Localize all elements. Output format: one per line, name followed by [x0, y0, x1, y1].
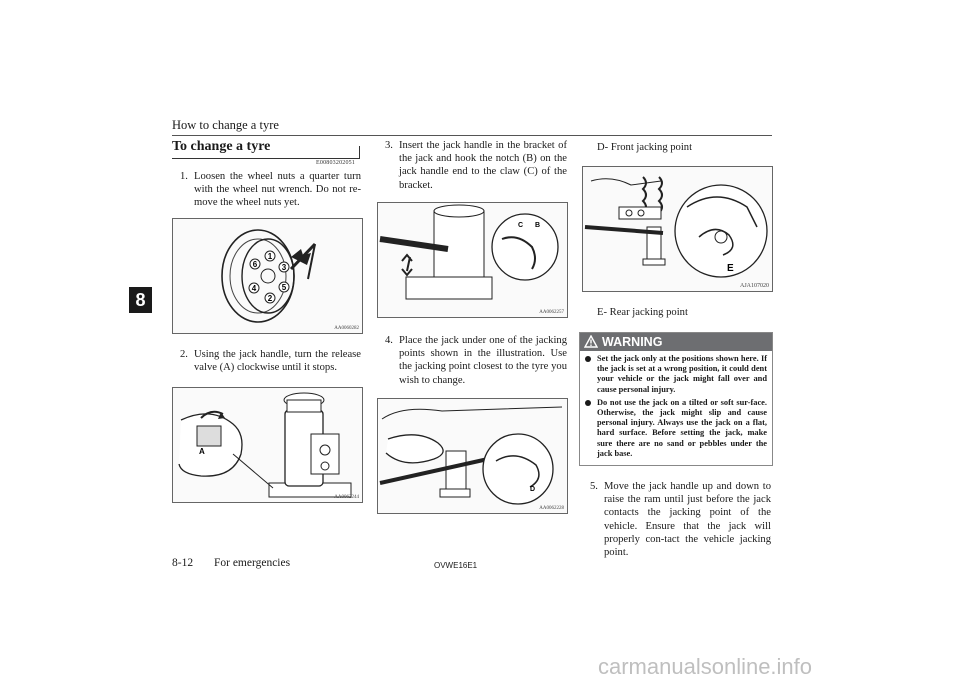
- label-a: A: [199, 447, 205, 456]
- step-number: 3.: [385, 140, 393, 151]
- section-title: To change a tyre: [172, 139, 360, 159]
- nut-label: 6: [253, 260, 258, 269]
- figure-code: AA0060282: [334, 326, 359, 331]
- chapter-name: For emergencies: [213, 557, 291, 569]
- section-code: E00803202051: [316, 160, 356, 166]
- figure-code: AJA107020: [739, 283, 769, 289]
- step-number: 2.: [180, 349, 188, 360]
- step-text: Loosen the wheel nuts a quarter turn wit…: [194, 171, 361, 209]
- figure-jacking-points: E AJA107020: [582, 166, 773, 292]
- figure-code: AA0062257: [539, 310, 564, 315]
- warning-text: Do not use the jack on a tilted or soft …: [597, 397, 767, 458]
- warning-title: WARNING: [602, 335, 663, 349]
- step-2: 2. Using the jack handle, turn the relea…: [180, 348, 361, 374]
- step-4: 4. Place the jack under one of the jacki…: [385, 334, 567, 387]
- label-e: E: [727, 263, 734, 274]
- step-number: 1.: [180, 171, 188, 182]
- step-number: 5.: [590, 481, 598, 492]
- nut-label: 5: [282, 283, 287, 292]
- figure-wheel-nuts: 1 2 3 4 5 6 AA0060282: [172, 218, 363, 334]
- running-title: How to change a tyre: [172, 118, 279, 132]
- label-d: D: [530, 486, 535, 493]
- nut-label: 2: [268, 294, 273, 303]
- step-text: Using the jack handle, turn the release …: [194, 349, 361, 374]
- step-number: 4.: [385, 335, 393, 346]
- bullet-icon: [585, 356, 591, 362]
- step-text: Place the jack under one of the jacking …: [399, 335, 567, 386]
- step-1: 1. Loosen the wheel nuts a quarter turn …: [180, 170, 361, 210]
- step-5: 5. Move the jack handle up and down to r…: [590, 480, 771, 559]
- label-b: B: [535, 222, 540, 229]
- step-3: 3. Insert the jack handle in the bracket…: [385, 139, 567, 192]
- bullet-icon: [585, 399, 591, 406]
- warning-box: WARNING Set the jack only at the positio…: [579, 332, 773, 466]
- label-c: C: [518, 222, 523, 229]
- footer: 8-12 For emergencies: [172, 557, 308, 569]
- figure-code: AA0062244: [334, 495, 359, 500]
- nut-label: 1: [268, 252, 273, 261]
- figure-release-valve: A AA0062244: [172, 387, 363, 503]
- step-text: Insert the jack handle in the bracket of…: [399, 140, 567, 191]
- header-rule: [172, 135, 772, 136]
- page-number: 8-12: [172, 557, 194, 569]
- warning-header: WARNING: [580, 333, 772, 351]
- warning-triangle-icon: [584, 335, 598, 348]
- figure-jack-position: D AA0062228: [377, 398, 568, 514]
- step-text: Move the jack handle up and down to rais…: [604, 481, 771, 559]
- warning-text: Set the jack only at the positions shown…: [597, 354, 767, 394]
- rear-jacking-point-caption: E- Rear jacking point: [597, 307, 688, 318]
- warning-item: Set the jack only at the positions shown…: [580, 351, 772, 395]
- watermark: carmanualsonline.info: [598, 654, 813, 679]
- nut-label: 3: [282, 263, 287, 272]
- front-jacking-point-caption: D- Front jacking point: [597, 142, 693, 153]
- chapter-tab: 8: [129, 287, 152, 313]
- doc-code: OVWE16E1: [434, 561, 478, 570]
- nut-label: 4: [252, 284, 257, 293]
- figure-jack-handle: C B AA0062257: [377, 202, 568, 318]
- warning-item: Do not use the jack on a tilted or soft …: [580, 395, 772, 459]
- figure-code: AA0062228: [539, 506, 564, 511]
